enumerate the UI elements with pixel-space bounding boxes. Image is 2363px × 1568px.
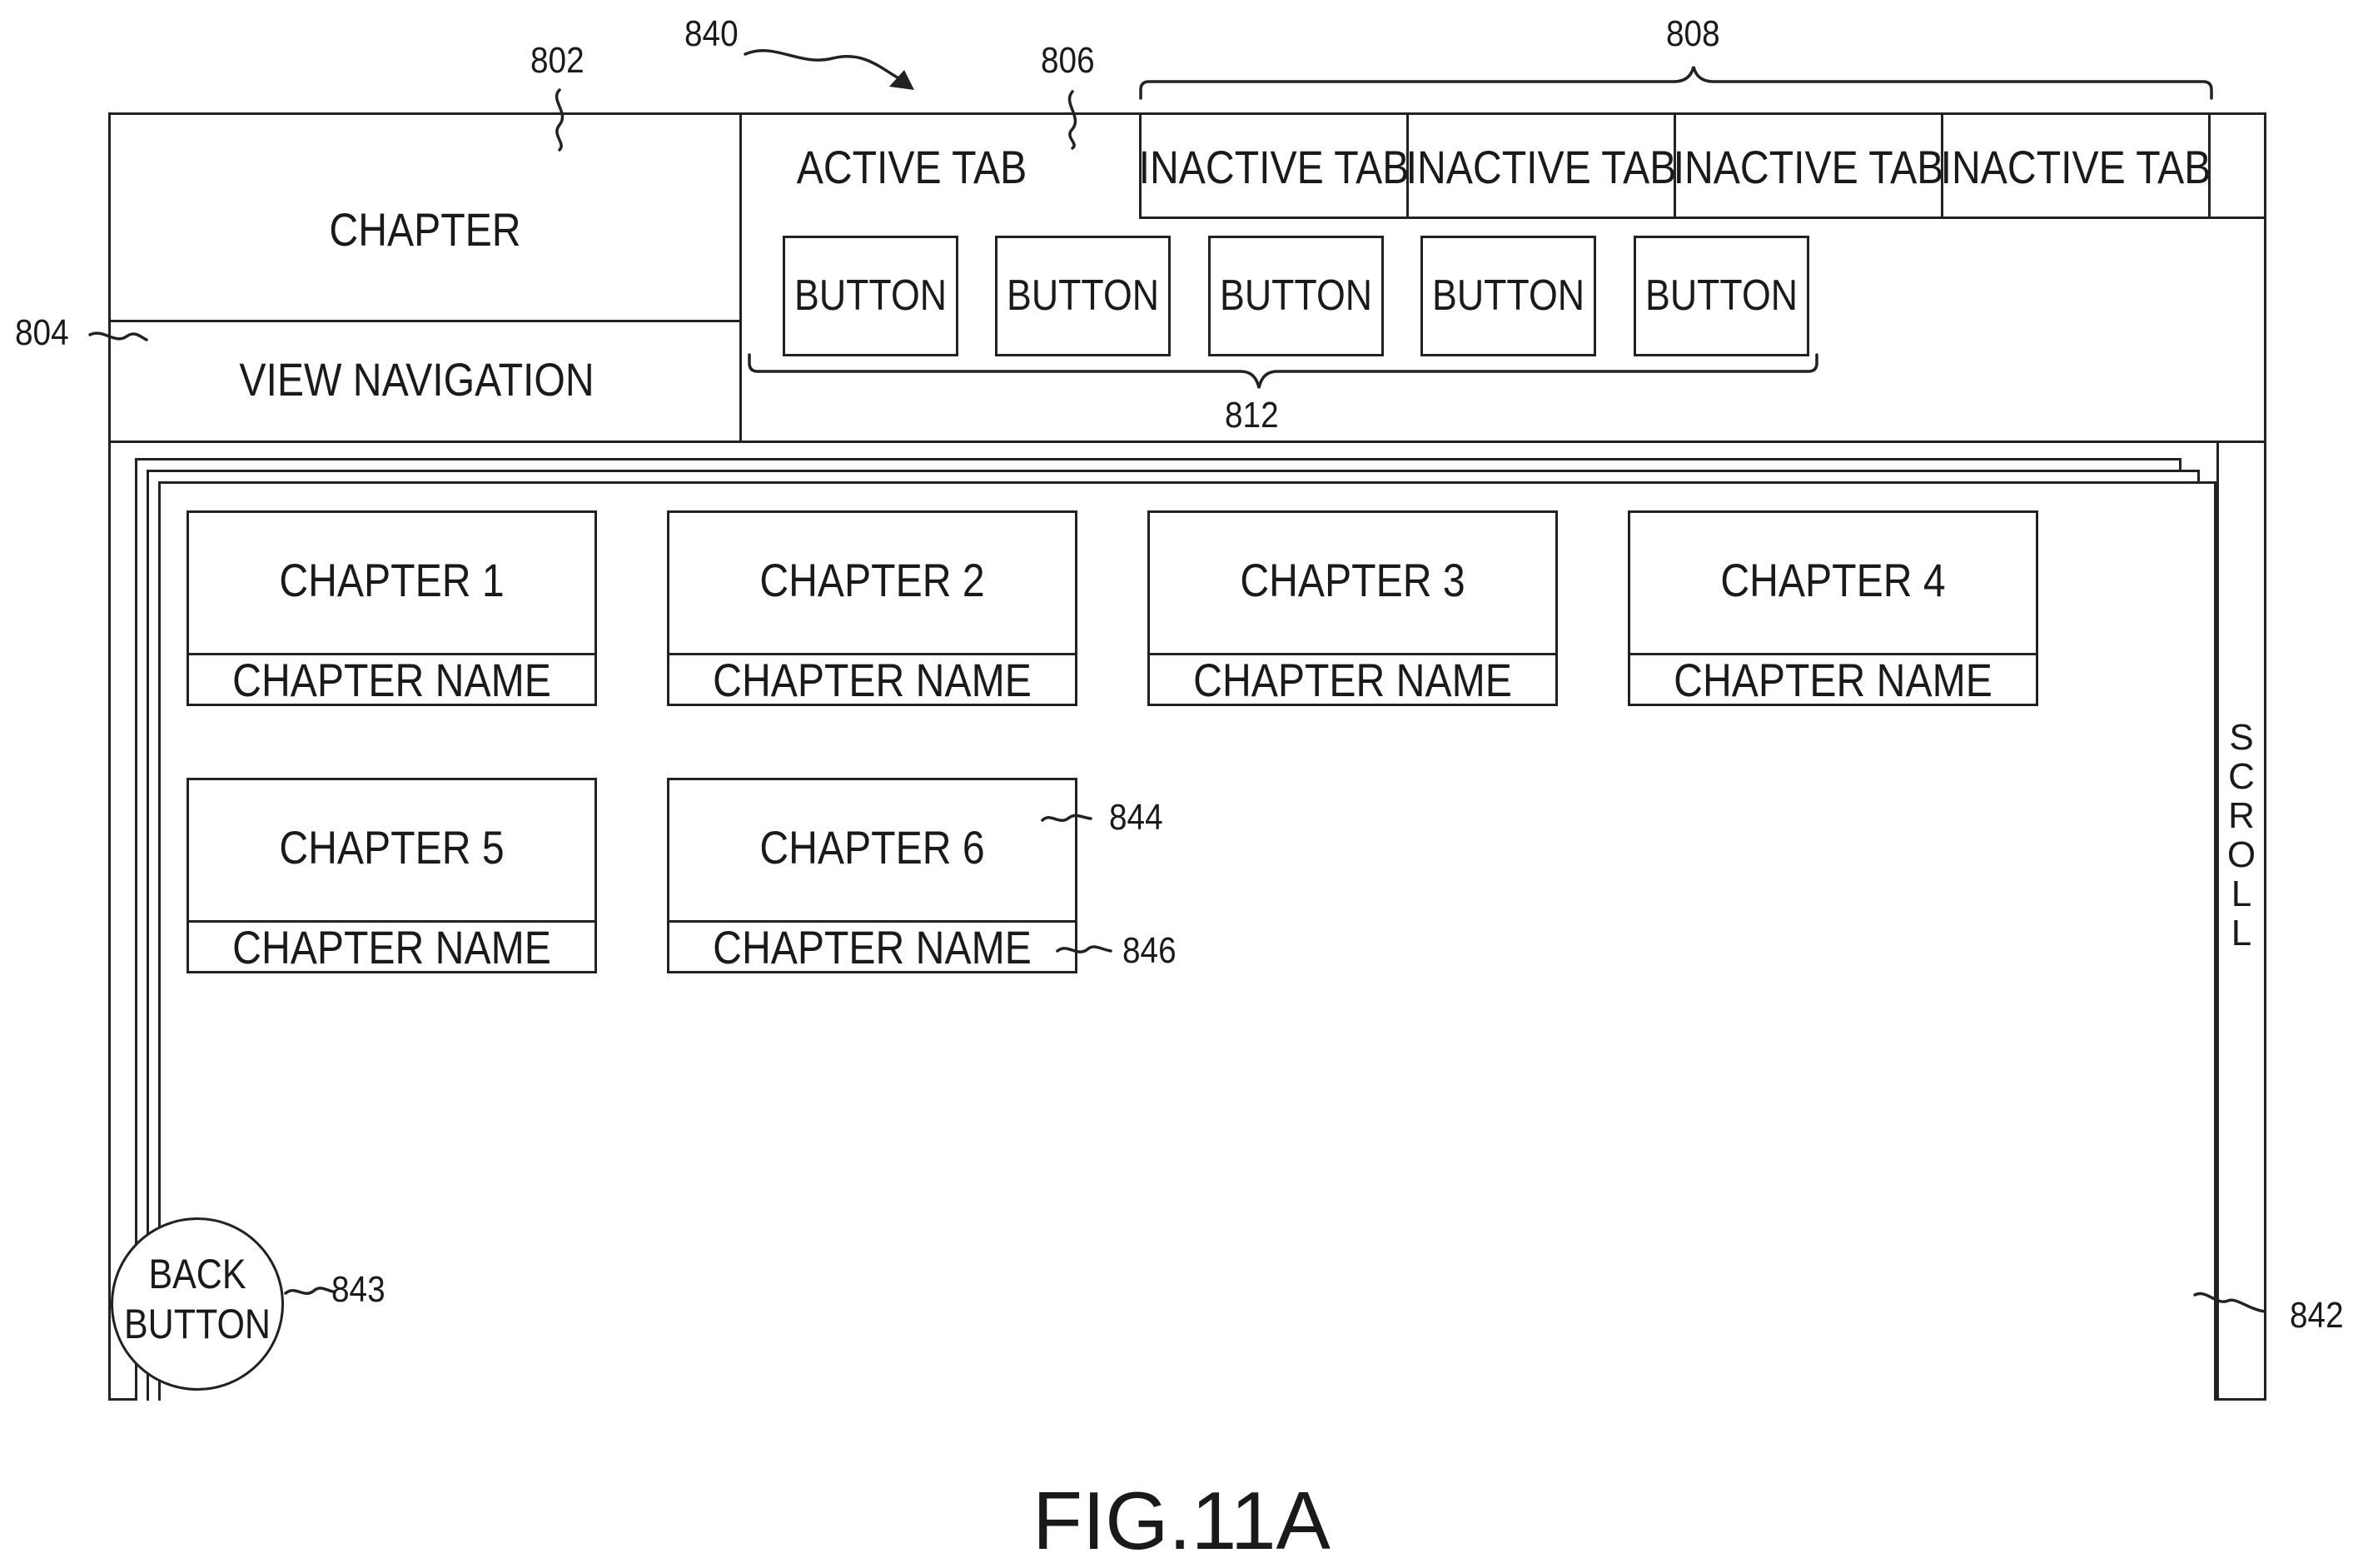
- leader-802: [557, 90, 563, 150]
- brace-812: [749, 355, 1817, 388]
- ref-846: 846: [1122, 930, 1177, 972]
- brace-808: [1141, 67, 2211, 98]
- ref-804: 804: [15, 312, 69, 354]
- leader-844: [1042, 815, 1091, 820]
- ref-812: 812: [1225, 395, 1279, 436]
- leader-843: [286, 1288, 333, 1293]
- leader-806: [1070, 92, 1076, 148]
- arrowhead-840: [889, 70, 914, 90]
- leader-846: [1057, 947, 1111, 952]
- leader-804: [90, 333, 147, 340]
- figure-caption: FIG.11A: [0, 1474, 2363, 1568]
- ref-802: 802: [530, 40, 585, 82]
- ref-840: 840: [684, 13, 739, 55]
- leader-842: [2195, 1293, 2265, 1312]
- ref-806: 806: [1041, 40, 1095, 82]
- ref-843: 843: [331, 1269, 386, 1311]
- ref-842: 842: [2290, 1295, 2344, 1337]
- ref-808: 808: [1666, 13, 1720, 55]
- leader-840: [745, 51, 908, 83]
- ref-844: 844: [1109, 797, 1163, 839]
